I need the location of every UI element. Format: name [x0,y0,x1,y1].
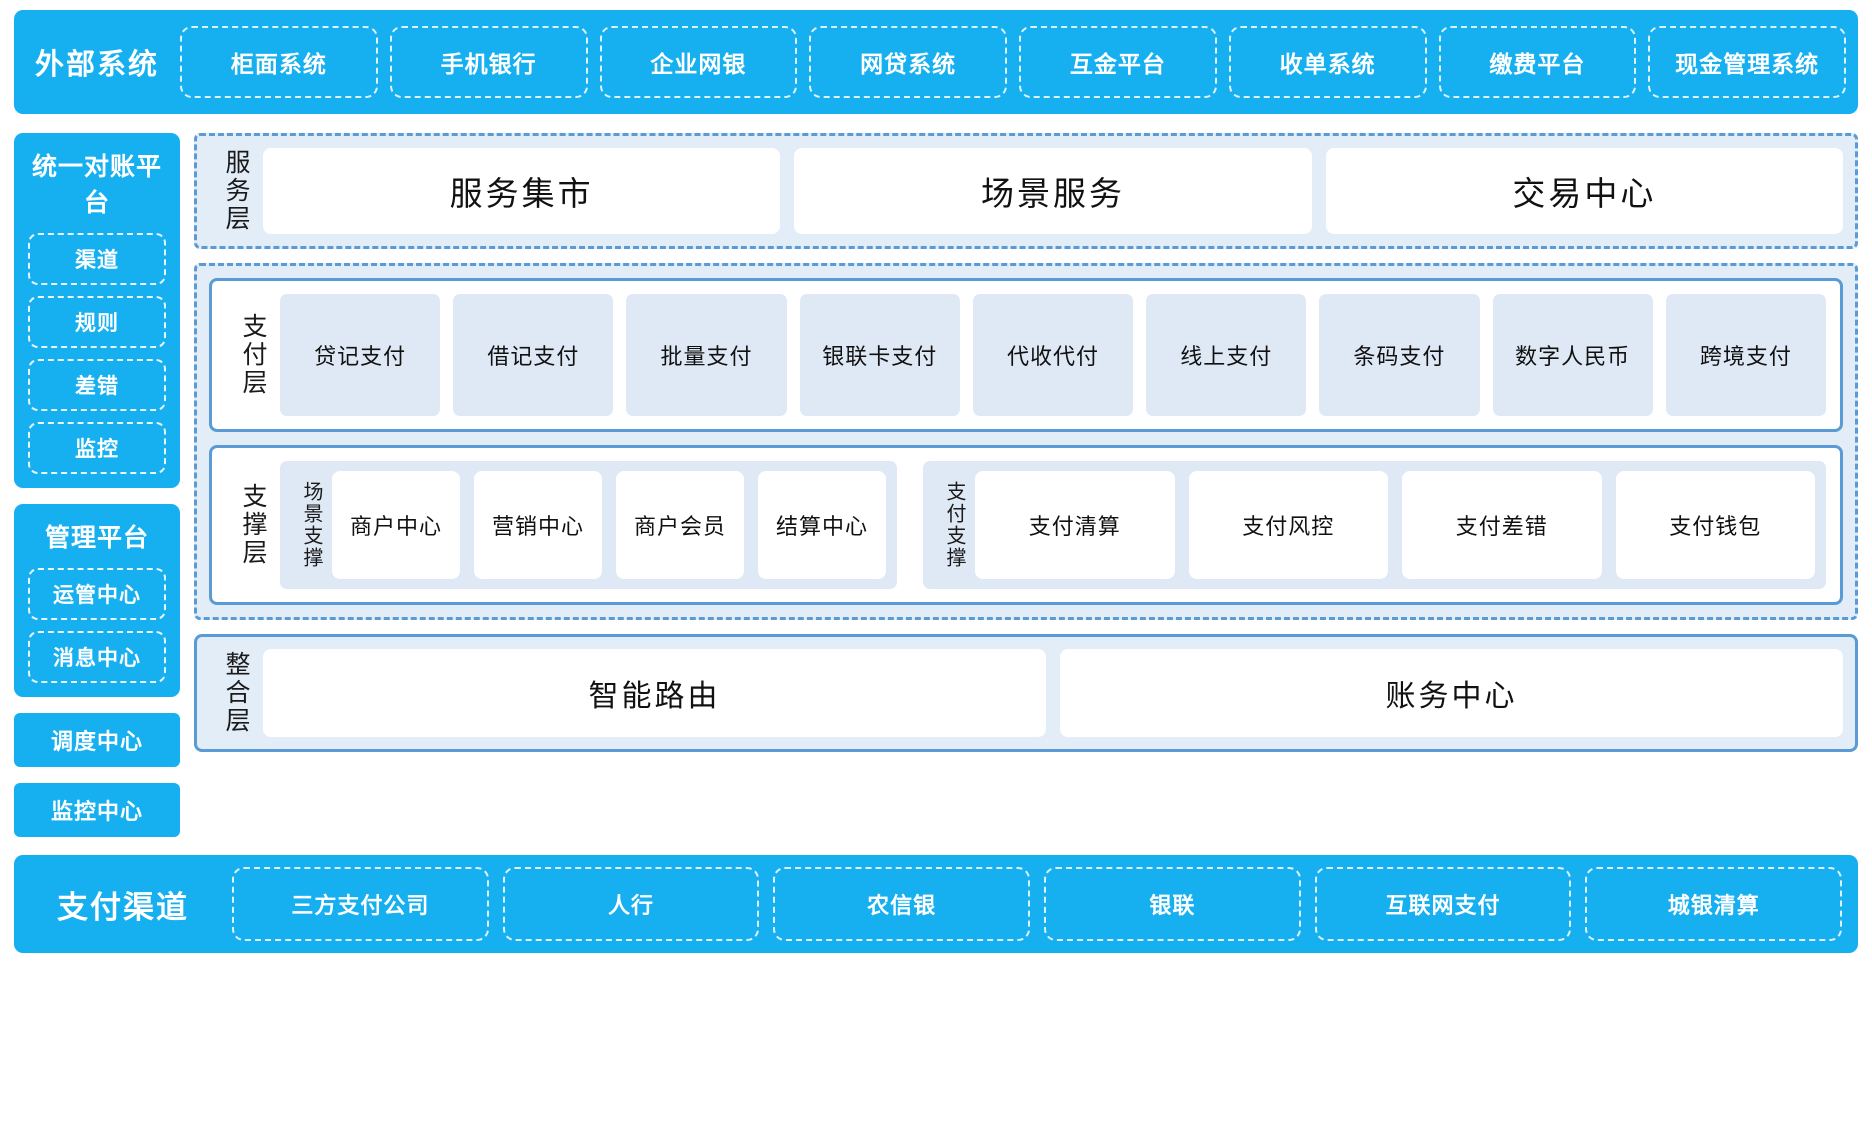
service-layer-label: 服务层 [222,149,250,233]
scheduling-center-block[interactable]: 调度中心 [14,713,180,767]
management-item-message-center[interactable]: 消息中心 [28,631,166,683]
reconciliation-item-error[interactable]: 差错 [28,359,166,411]
service-card-marketplace[interactable]: 服务集市 [263,148,781,234]
service-layer-row: 服务层 服务集市 场景服务 交易中心 [209,148,1843,234]
left-rail: 统一对账平台 渠道 规则 差错 监控 管理平台 运管中心 消息中心 调度中心 监… [14,133,180,837]
payment-layer-cards: 贷记支付 借记支付 批量支付 银联卡支付 代收代付 线上支付 条码支付 数字人民… [280,294,1826,416]
support-layer-row: 支撑层 场景支撑 商户中心 营销中心 商户会员 结算中心 [226,461,1826,589]
reconciliation-platform-panel: 统一对账平台 渠道 规则 差错 监控 [14,133,180,488]
payment-channels-title: 支付渠道 [57,889,189,925]
channel-item-third-party[interactable]: 三方支付公司 [232,867,489,941]
service-layer-cards: 服务集市 场景服务 交易中心 [263,148,1843,234]
management-item-operations-center[interactable]: 运管中心 [28,568,166,620]
payment-card-digital-rmb[interactable]: 数字人民币 [1492,294,1653,416]
reconciliation-item-rule[interactable]: 规则 [28,296,166,348]
external-system-item[interactable]: 手机银行 [389,26,588,98]
management-platform-title: 管理平台 [44,524,149,552]
payment-support-label: 支付支撑 [943,481,965,569]
payment-layer-panel: 支付层 贷记支付 借记支付 批量支付 银联卡支付 代收代付 线上支付 条码支付 … [209,278,1843,432]
channel-item-pboc[interactable]: 人行 [502,867,760,941]
support-card-merchant-center[interactable]: 商户中心 [332,471,460,579]
scene-support-group: 场景支撑 商户中心 营销中心 商户会员 结算中心 [280,461,897,589]
support-card-merchant-member[interactable]: 商户会员 [616,471,744,579]
support-layer-panel: 支撑层 场景支撑 商户中心 营销中心 商户会员 结算中心 [209,445,1843,605]
external-system-item[interactable]: 企业网银 [599,26,798,98]
support-card-marketing-center[interactable]: 营销中心 [474,471,602,579]
monitoring-center-block[interactable]: 监控中心 [14,783,180,837]
integration-layer-row: 整合层 智能路由 账务中心 [209,649,1843,737]
external-systems-bar: 外部系统 柜面系统 手机银行 企业网银 网贷系统 互金平台 收单系统 缴费平台 … [14,10,1858,114]
integration-card-smart-routing[interactable]: 智能路由 [263,649,1046,737]
integration-layer-cards: 智能路由 账务中心 [263,649,1843,737]
payment-channels-list: 三方支付公司 人行 农信银 银联 互联网支付 城银清算 [232,867,1843,941]
reconciliation-item-channel[interactable]: 渠道 [28,233,166,285]
payment-layer-label: 支付层 [239,313,267,397]
support-card-payment-risk[interactable]: 支付风控 [1188,471,1388,579]
management-platform-panel: 管理平台 运管中心 消息中心 [14,504,180,697]
scene-support-label: 场景支撑 [300,481,322,569]
support-card-payment-clearing[interactable]: 支付清算 [975,471,1175,579]
scene-support-cards: 商户中心 营销中心 商户会员 结算中心 [332,471,886,579]
service-layer-group: 服务层 服务集市 场景服务 交易中心 [194,133,1858,249]
channel-item-unionpay[interactable]: 银联 [1044,867,1301,941]
layers-column: 服务层 服务集市 场景服务 交易中心 支付层 贷记支付 [194,133,1858,752]
integration-layer-label: 整合层 [222,651,250,735]
channel-item-rcc[interactable]: 农信银 [773,867,1031,941]
reconciliation-item-monitor[interactable]: 监控 [28,422,166,474]
payment-card-debit[interactable]: 借记支付 [453,294,614,416]
external-system-item[interactable]: 收单系统 [1228,26,1427,98]
support-layer-groups: 场景支撑 商户中心 营销中心 商户会员 结算中心 支付支撑 [280,461,1826,589]
payment-layer-row: 支付层 贷记支付 借记支付 批量支付 银联卡支付 代收代付 线上支付 条码支付 … [226,294,1826,416]
reconciliation-platform-title: 统一对账平台 [31,153,162,217]
external-system-item[interactable]: 柜面系统 [180,26,378,98]
middle-region: 统一对账平台 渠道 规则 差错 监控 管理平台 运管中心 消息中心 调度中心 监… [14,133,1858,837]
support-card-settlement-center[interactable]: 结算中心 [758,471,886,579]
payment-channels-bar: 支付渠道 三方支付公司 人行 农信银 银联 互联网支付 城银清算 [14,855,1858,953]
service-card-transaction-center[interactable]: 交易中心 [1325,148,1843,234]
support-card-payment-wallet[interactable]: 支付钱包 [1615,471,1815,579]
payment-card-unionpay[interactable]: 银联卡支付 [799,294,960,416]
payment-card-credit[interactable]: 贷记支付 [280,294,441,416]
channel-item-city-bank-clearing[interactable]: 城银清算 [1585,867,1843,941]
payment-card-barcode[interactable]: 条码支付 [1319,294,1480,416]
support-card-payment-error[interactable]: 支付差错 [1402,471,1602,579]
integration-card-accounting-center[interactable]: 账务中心 [1060,649,1843,737]
external-system-item[interactable]: 互金平台 [1019,26,1217,98]
external-system-item[interactable]: 缴费平台 [1438,26,1637,98]
external-system-item[interactable]: 现金管理系统 [1648,26,1846,98]
payment-card-collection-payment[interactable]: 代收代付 [972,294,1134,416]
external-systems-title: 外部系统 [34,49,159,81]
channel-item-internet-payment[interactable]: 互联网支付 [1314,867,1572,941]
payment-support-cards: 支付清算 支付风控 支付差错 支付钱包 [975,471,1815,579]
payment-card-online[interactable]: 线上支付 [1146,294,1307,416]
integration-layer-panel: 整合层 智能路由 账务中心 [194,634,1858,752]
support-layer-label: 支撑层 [239,483,267,567]
external-system-item[interactable]: 网贷系统 [809,26,1007,98]
payment-card-cross-border[interactable]: 跨境支付 [1665,294,1826,416]
payment-support-group: 支付支撑 支付清算 支付风控 支付差错 支付钱包 [923,461,1826,589]
service-card-scenario[interactable]: 场景服务 [794,148,1312,234]
external-systems-list: 柜面系统 手机银行 企业网银 网贷系统 互金平台 收单系统 缴费平台 现金管理系… [180,26,1846,98]
core-layers-group: 支付层 贷记支付 借记支付 批量支付 银联卡支付 代收代付 线上支付 条码支付 … [194,263,1858,620]
payment-card-batch[interactable]: 批量支付 [626,294,787,416]
